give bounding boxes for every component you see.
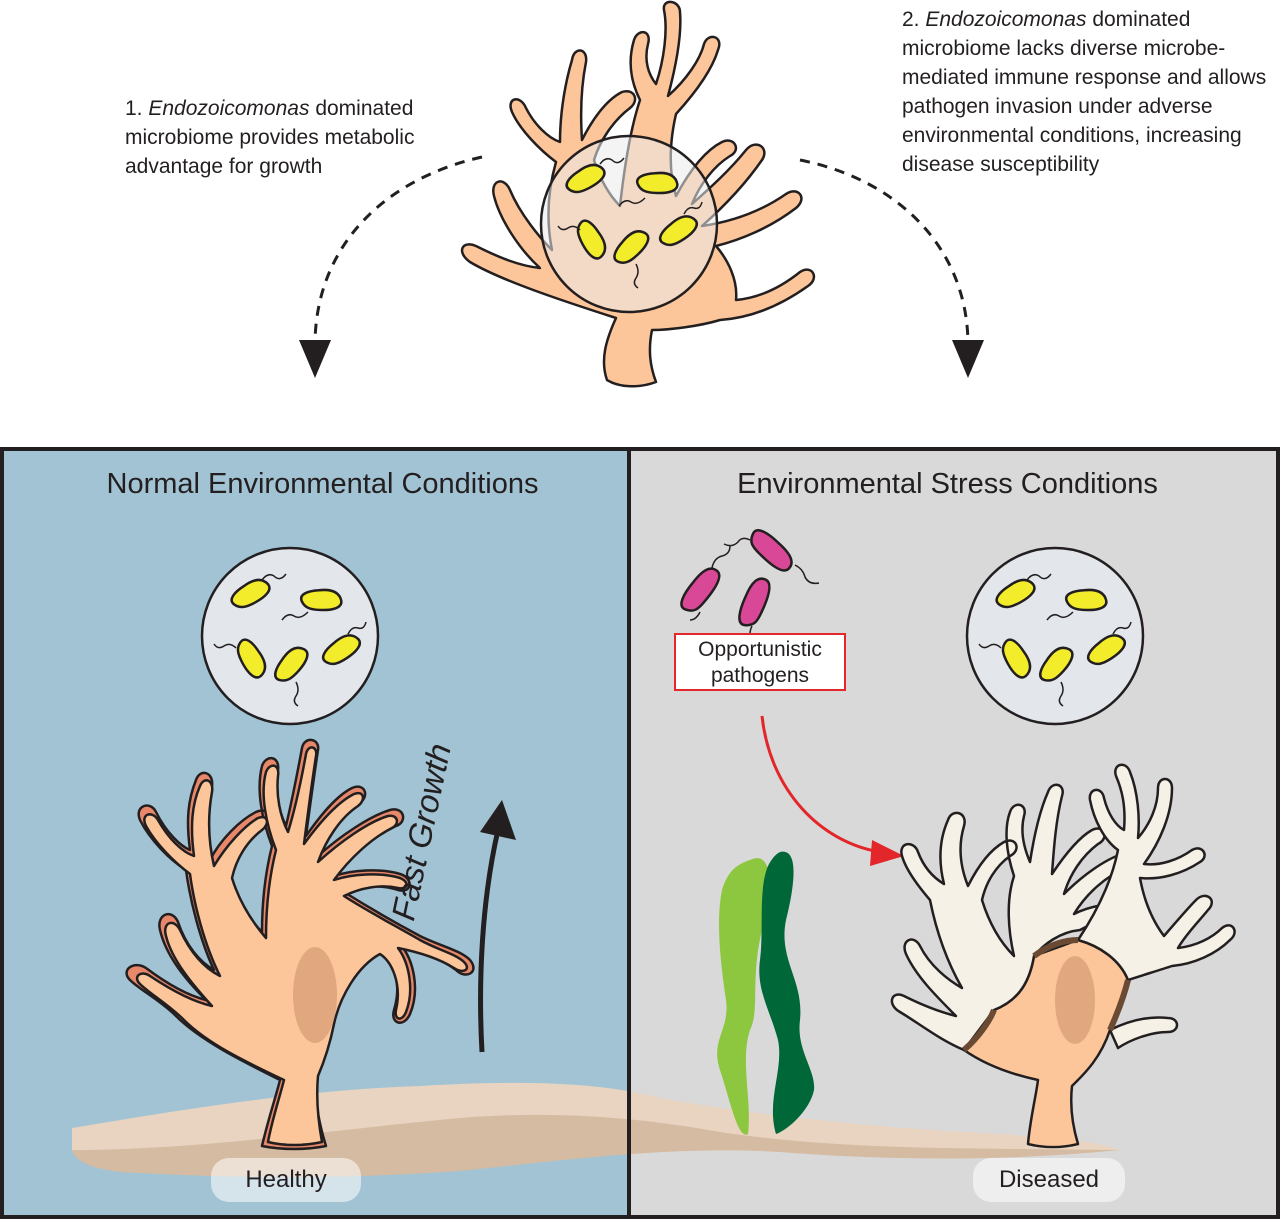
panel-title-normal: Normal Environmental Conditions bbox=[106, 468, 539, 500]
note-1-number: 1. bbox=[125, 97, 143, 120]
note-disease-susceptibility: 2. Endozoicomonas dominated microbiome l… bbox=[902, 5, 1277, 179]
arrow-head-stress bbox=[952, 340, 984, 378]
stress-circle-bacteria bbox=[978, 570, 1132, 707]
arrow-to-stress bbox=[799, 158, 970, 346]
note-1-genus: Endozoicomonas bbox=[148, 97, 310, 120]
growth-arrow-head bbox=[480, 800, 516, 840]
growth-arrow bbox=[478, 829, 501, 1053]
seagrass-light bbox=[717, 858, 770, 1135]
infection-arrow-head bbox=[870, 840, 904, 866]
seagrass-dark bbox=[759, 851, 815, 1134]
diseased-coral bbox=[890, 763, 1236, 1149]
top-lens-bacteria bbox=[557, 155, 703, 289]
panel-frame bbox=[0, 447, 1280, 1219]
pathogen-bacteria bbox=[678, 526, 820, 643]
note-2-genus: Endozoicomonas bbox=[925, 8, 1087, 31]
healthy-coral bbox=[125, 738, 475, 1151]
note-metabolic-advantage: 1. Endozoicomonas dominated microbiome p… bbox=[125, 94, 425, 181]
panel-title-stress: Environmental Stress Conditions bbox=[737, 468, 1158, 500]
note-2-text: dominated microbiome lacks diverse micro… bbox=[902, 8, 1267, 176]
note-2-number: 2. bbox=[902, 8, 920, 31]
note-1-text: dominated microbiome provides metabolic … bbox=[125, 97, 415, 178]
infection-arrow bbox=[760, 715, 881, 854]
arrow-head-normal bbox=[299, 340, 331, 378]
diseased-label: Diseased bbox=[973, 1158, 1125, 1202]
normal-circle-bacteria bbox=[213, 570, 367, 707]
arrow-to-normal bbox=[313, 155, 483, 346]
healthy-label: Healthy bbox=[211, 1158, 361, 1202]
pathogen-label-box: Opportunistic pathogens bbox=[674, 633, 846, 691]
